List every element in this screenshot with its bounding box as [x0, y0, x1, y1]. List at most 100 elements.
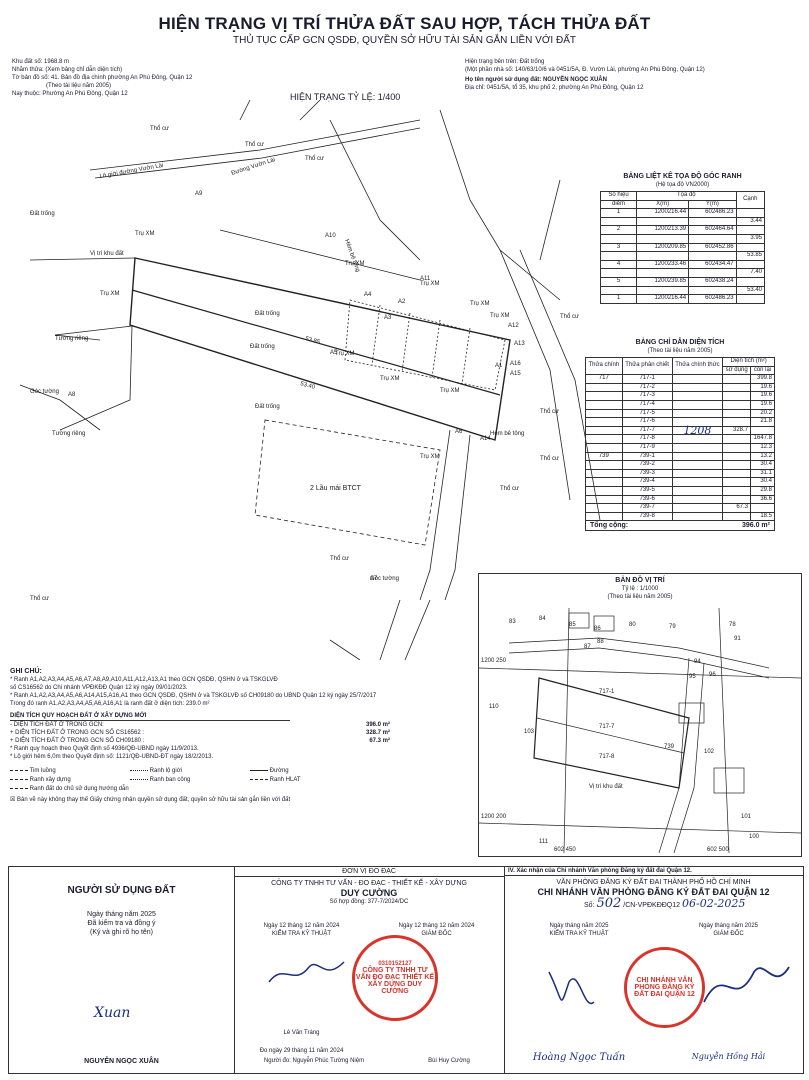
grid-label: 602 450 [554, 847, 576, 853]
reg-director-role: GIÁM ĐỐC [713, 931, 744, 937]
header-cell: Y(m) [688, 199, 737, 210]
info-right: Hiện trạng bên trên: Đất trống (Một phần… [465, 58, 805, 92]
table-cell [671, 485, 724, 496]
label-pillar: Trụ XM [135, 231, 154, 237]
table-cell: 19.6 [750, 391, 775, 401]
table-cell: 717-6 [621, 417, 673, 427]
table-cell [671, 382, 724, 393]
table-cell: 67.3 [722, 503, 752, 513]
info-left: Khu đất số: 1968.8 m Nhãm thửa: (Xem bản… [12, 58, 452, 98]
table-cell: 328.7 [722, 425, 752, 436]
parcel-number: 717-1 [599, 689, 615, 695]
header-cell: X(m) [636, 199, 690, 210]
table-cell [688, 268, 737, 278]
table-cell [671, 494, 724, 505]
legend-item: Ranh đất do chủ sử dụng hướng dẫn [10, 785, 370, 793]
plan-row: + DIỆN TÍCH ĐẤT Ở TRONG GCN SỐ CS16562 :… [10, 729, 390, 737]
plan-row-label: + DIỆN TÍCH ĐẤT Ở TRONG GCN SỐ CS16562 : [10, 730, 145, 736]
survey-column: ĐƠN VỊ ĐO ĐẠC CÔNG TY TNHH TƯ VẤN - ĐO Đ… [234, 867, 505, 1073]
owner-name: NGUYỄN NGỌC XUÂN [84, 1058, 159, 1065]
label-residential: Thổ cư [305, 155, 324, 162]
table-cell [599, 233, 638, 244]
label-residential: Thổ cư [500, 485, 519, 492]
table-cell [585, 477, 623, 487]
owner-column: NGƯỜI SỬ DỤNG ĐẤT Ngày tháng năm 2025 Đã… [9, 867, 235, 1073]
area-total-row: Tổng cộng: 396.0 m² [585, 521, 775, 532]
director-date: Ngày 12 tháng 12 năm 2024 [398, 923, 475, 929]
table-cell [671, 399, 724, 410]
table-cell: 13.2 [750, 451, 775, 462]
table-cell [722, 494, 752, 505]
table-cell [636, 216, 690, 227]
table-cell: 739-3 [621, 468, 673, 479]
registration-head: IV. Xác nhận của Chi nhánh Văn phòng Đăn… [504, 867, 803, 876]
table-cell: 53.40 [735, 285, 766, 296]
survey-contract: Số hợp đồng: 377-7/2024/DC [329, 899, 409, 905]
table-cell [722, 434, 752, 444]
registration-office: VĂN PHÒNG ĐĂNG KÝ ĐẤT ĐAI THÀNH PHỐ HỒ C… [556, 879, 751, 886]
label-residential: Thổ cư [560, 313, 579, 320]
label-road: Đường Vườn Lài [231, 157, 276, 177]
table-cell [735, 276, 766, 287]
table-cell [722, 460, 752, 470]
table-cell: 717-9 [621, 442, 673, 453]
point-label: A1 [495, 363, 503, 369]
table-cell [585, 511, 623, 522]
info-line: Tờ bản đồ số: 41. Bản đồ địa chính phườn… [12, 75, 193, 81]
plan-row-label: - DIỆN TÍCH ĐẤT Ở TRONG GCN: [10, 722, 104, 728]
table-cell [599, 285, 638, 296]
table-cell: 1200216.44 [636, 294, 690, 304]
table-row: 53.85 [599, 251, 766, 261]
legend-item: Đường [250, 767, 370, 775]
table-cell [585, 503, 623, 513]
area-total-label: Tổng cộng: [590, 522, 629, 530]
table-cell [722, 442, 752, 453]
parcel-number: 80 [629, 622, 636, 628]
coord-table-block: BẢNG LIỆT KÊ TỌA ĐỘ GÓC RANH (Hệ tọa độ … [599, 172, 766, 304]
label-empty: Đất trống [255, 404, 280, 410]
legend-item: Ranh lộ giới [130, 767, 250, 775]
table-cell [671, 460, 724, 470]
label-residential: Thổ cư [30, 595, 49, 602]
replace-note: ☒ Bản vẽ này không thay thế Giấy chứng n… [10, 797, 291, 803]
table-row: 3.44 [599, 216, 766, 227]
header-cell: Diện tích (m²) [722, 357, 775, 367]
table-cell [599, 216, 638, 227]
owner-line: Họ tên người sử dụng đất: NGUYỄN NGỌC XU… [465, 77, 607, 83]
parcel-number: 100 [749, 834, 760, 840]
point-label: A8 [68, 392, 76, 398]
parcel-number: 96 [709, 672, 716, 678]
parcel-number: 717-8 [599, 754, 615, 760]
table-row: 7.40 [599, 268, 766, 278]
info-line: Khu đất số: 1968.8 m [12, 59, 70, 65]
table-cell [671, 511, 724, 522]
table-cell: 3.44 [735, 216, 766, 227]
table-row: 53.40 [599, 285, 766, 296]
table-cell: 739-5 [621, 485, 673, 496]
info-line: (Theo tài liệu năm 2005) [46, 83, 112, 89]
table-cell: 739-1 [621, 451, 673, 462]
table-cell: 4 [599, 259, 638, 270]
point-label: A2 [398, 299, 406, 305]
point-label: A5 [330, 350, 338, 356]
header-cell: Cạnh [735, 190, 766, 210]
table-cell: 31.1 [750, 468, 775, 479]
parcel-number: 111 [539, 839, 549, 845]
checker-block: Ngày 12 tháng 12 năm 2024 KIỂM TRA KỸ TH… [234, 922, 369, 938]
parcel-number: 101 [741, 814, 752, 820]
label-pillar: Trụ XM [345, 261, 364, 267]
point-label: A13 [514, 341, 525, 347]
note-line: * Ranh quy hoạch theo Quyết định số 4936… [10, 746, 199, 752]
scale-label: HIỆN TRẠNG TỶ LỆ: 1/400 [290, 92, 401, 102]
reg-director-date: Ngày tháng năm 2025 [698, 923, 759, 929]
table-cell: 602486.23 [688, 294, 737, 304]
distance-label: 53.85 [304, 336, 321, 346]
